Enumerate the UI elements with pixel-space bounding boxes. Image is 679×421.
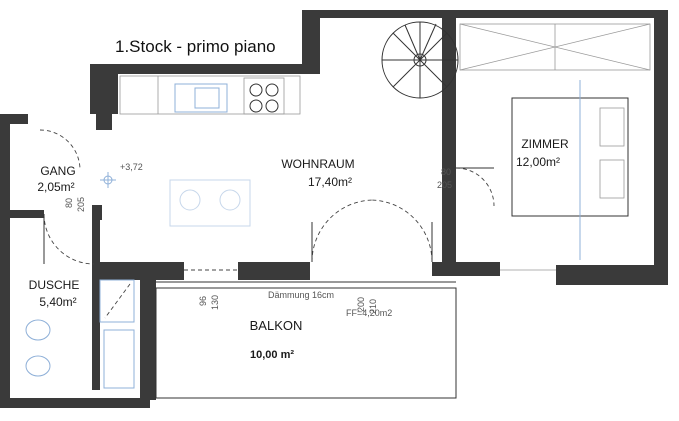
room-area-dusche: 5,40m² (39, 295, 76, 309)
room-zimmer: ZIMMER 12,00m² (516, 137, 569, 169)
height-mark: +3,72 (120, 162, 143, 172)
walls (0, 10, 668, 408)
room-name-wohnraum: WOHNRAUM (281, 157, 354, 171)
room-name-dusche: DUSCHE (29, 278, 80, 292)
room-dusche: DUSCHE 5,40m² (29, 278, 80, 309)
room-name-gang: GANG (40, 164, 75, 178)
floor-title: 1.Stock - primo piano (115, 37, 276, 56)
room-area-balkon: 10,00 m² (250, 349, 294, 361)
door-gang-width: 80 (64, 198, 74, 208)
room-name-zimmer: ZIMMER (521, 137, 569, 151)
room-area-zimmer: 12,00m² (516, 155, 560, 169)
door-zimmer-height: 205 (437, 180, 452, 190)
room-area-wohnraum: 17,40m² (308, 175, 352, 189)
room-name-balkon: BALKON (250, 318, 303, 333)
window-width: 96 (198, 296, 208, 306)
plan-lines (25, 21, 651, 399)
room-gang: GANG 2,05m² (37, 164, 75, 194)
balcony-door-height: 210 (368, 299, 378, 314)
room-wohnraum: WOHNRAUM 17,40m² (281, 157, 354, 189)
annotations: +3,72 80 205 80 205 96 130 200 210 Dämmu… (64, 162, 452, 318)
door-zimmer-width: 80 (441, 167, 451, 177)
door-gang-height: 205 (76, 197, 86, 212)
glass-area-label: FF=4,20m2 (346, 308, 392, 318)
insulation-label: Dämmung 16cm (268, 290, 334, 300)
room-balkon: BALKON 10,00 m² (250, 318, 303, 361)
window-height: 130 (210, 295, 220, 310)
room-area-gang: 2,05m² (37, 180, 74, 194)
balcony-door-width: 200 (356, 297, 366, 312)
